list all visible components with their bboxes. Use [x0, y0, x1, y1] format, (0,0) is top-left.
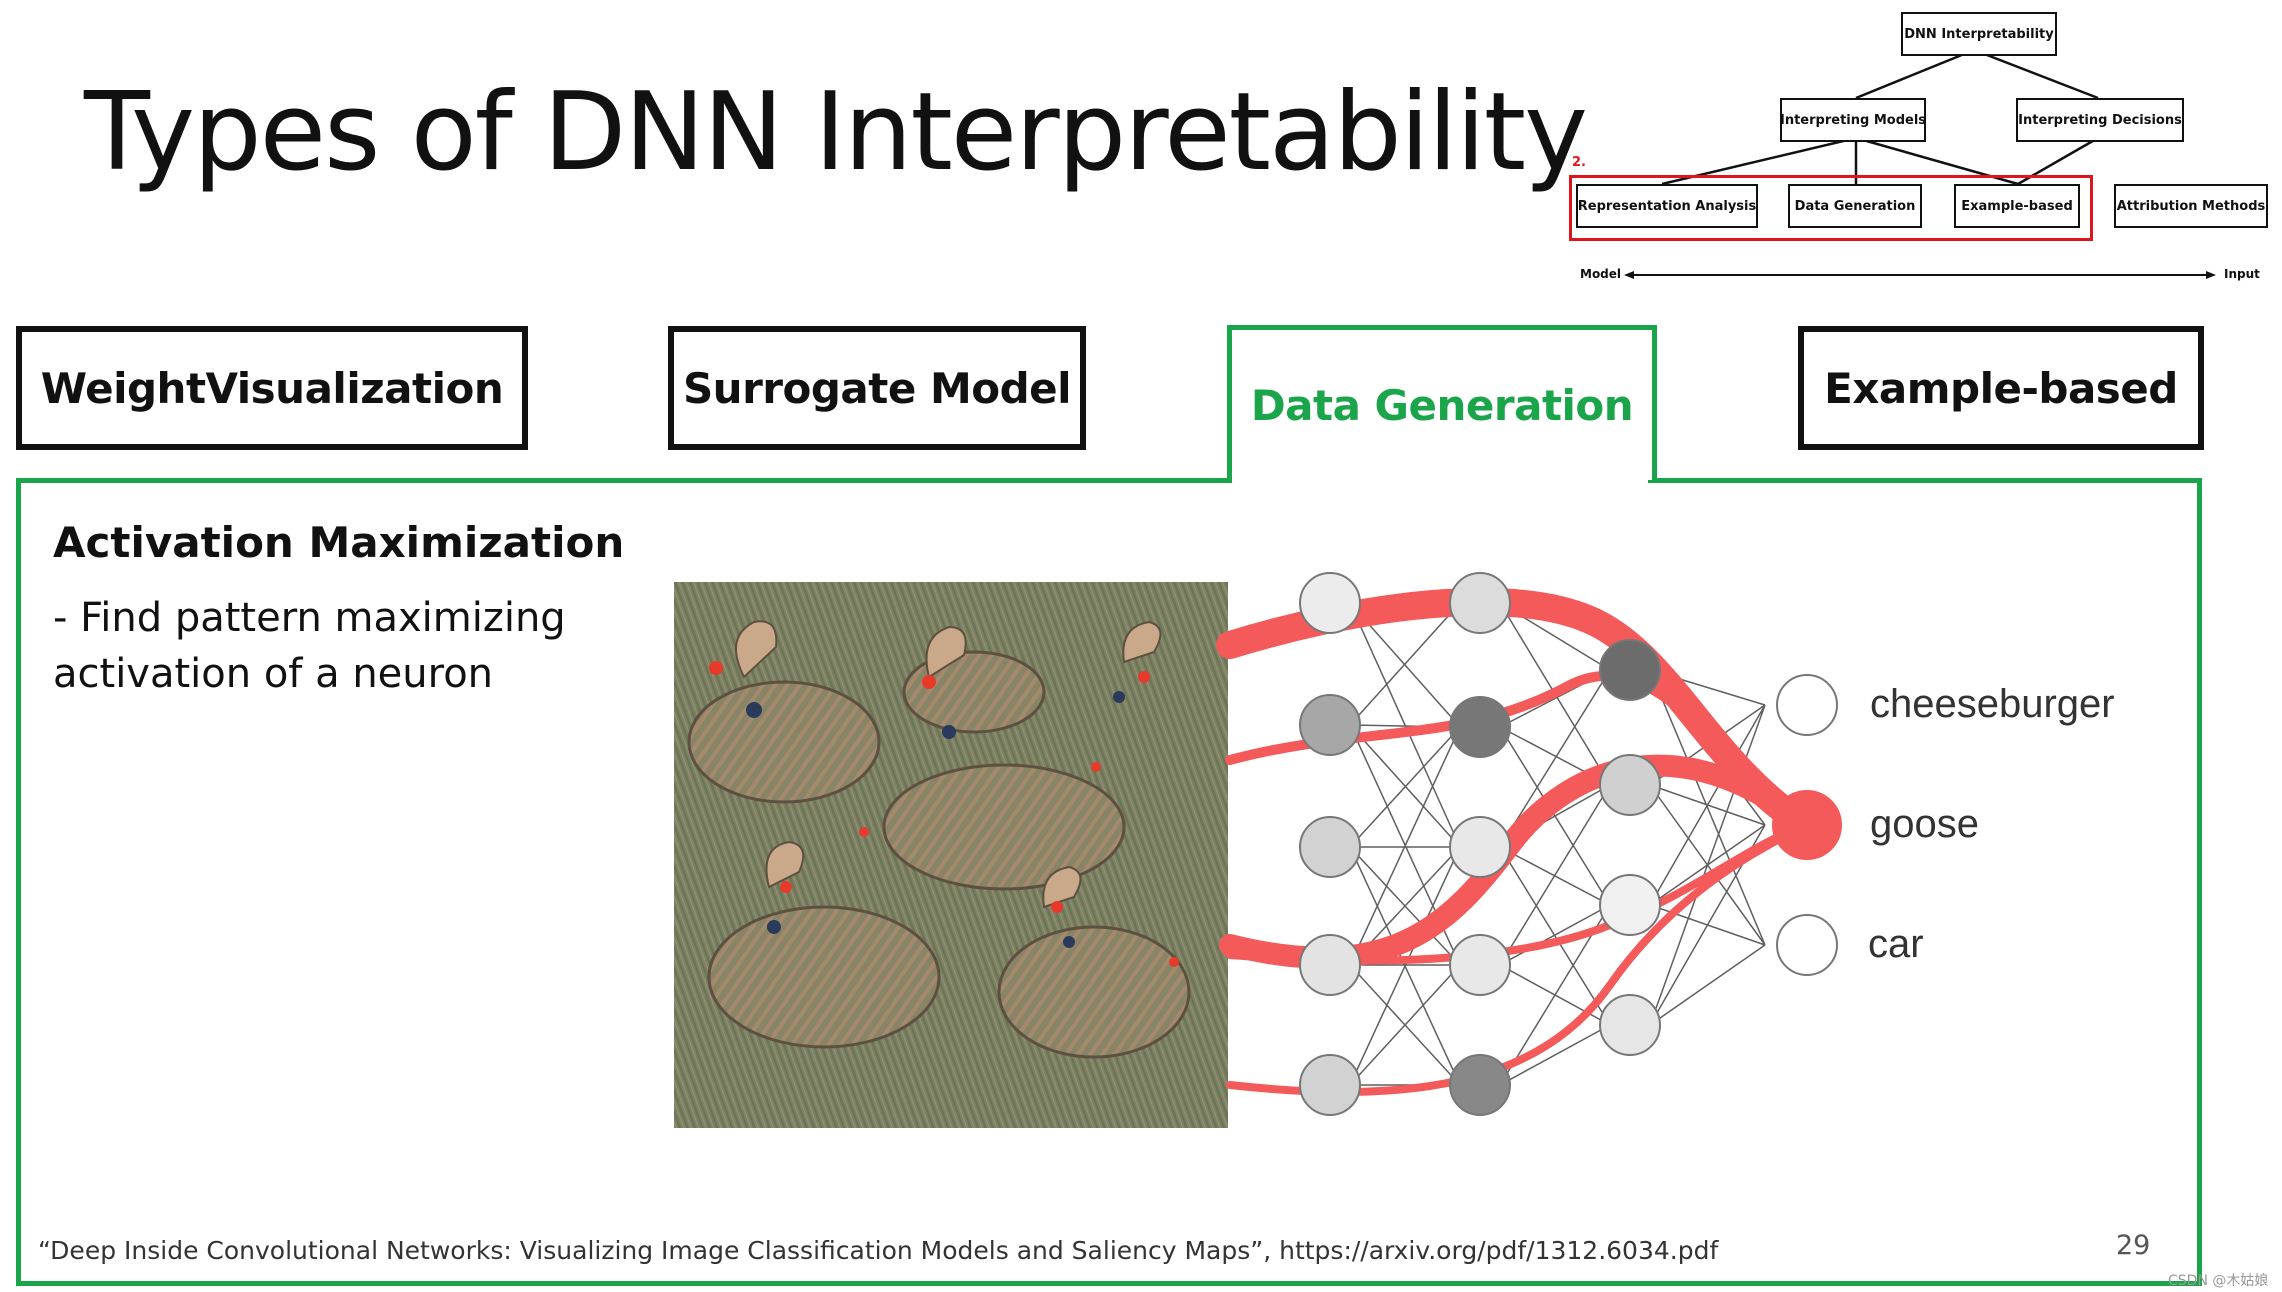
- network-nodes: [1299, 572, 1842, 1116]
- tab-example-based[interactable]: Example-based: [1798, 326, 2204, 450]
- active-tab-joint: [1232, 473, 1648, 485]
- tree-highlight-marker: 2.: [1572, 155, 1586, 170]
- section-description: - Find pattern maximizing activation of …: [53, 595, 566, 697]
- axis-label-model: Model: [1580, 267, 1622, 281]
- tab-surrogate-model[interactable]: Surrogate Model: [668, 326, 1086, 450]
- output-label-cheeseburger: cheeseburger: [1870, 682, 2115, 726]
- tree-node-interpreting-decisions: Interpreting Decisions: [2016, 98, 2184, 142]
- tree-node-attribution-methods: Attribution Methods: [2114, 184, 2268, 228]
- tree-node-representation-analysis: Representation Analysis: [1576, 184, 1758, 228]
- generated-pattern-image: [674, 582, 1228, 1128]
- tab-weight-visualization[interactable]: WeightVisualization: [16, 326, 528, 450]
- slide-title: Types of DNN Interpretability: [84, 70, 1588, 195]
- tree-node-example-based: Example-based: [1954, 184, 2080, 228]
- taxonomy-diagram: DNN Interpretability Interpreting Models…: [1560, 0, 2282, 290]
- tree-highlight-box: [1569, 175, 2093, 241]
- page-number: 29: [2116, 1230, 2151, 1261]
- tab-data-generation[interactable]: Data Generation: [1227, 325, 1657, 480]
- axis-label-input: Input: [2224, 267, 2260, 281]
- output-label-car: car: [1868, 922, 1924, 966]
- network-connections: [1349, 602, 1766, 1086]
- output-label-goose: goose: [1870, 802, 1979, 846]
- tree-node-root: DNN Interpretability: [1901, 12, 2057, 56]
- citation: “Deep Inside Convolutional Networks: Vis…: [38, 1236, 1719, 1265]
- watermark: CSDN @木姑娘: [2168, 1273, 2269, 1289]
- neural-network-diagram: cheeseburger goose car: [1216, 572, 2115, 1116]
- tree-connectors: [1624, 48, 2216, 279]
- tree-node-interpreting-models: Interpreting Models: [1780, 98, 1926, 142]
- tree-node-data-generation: Data Generation: [1788, 184, 1922, 228]
- section-heading: Activation Maximization: [53, 518, 625, 567]
- content-panel: [16, 478, 2202, 1286]
